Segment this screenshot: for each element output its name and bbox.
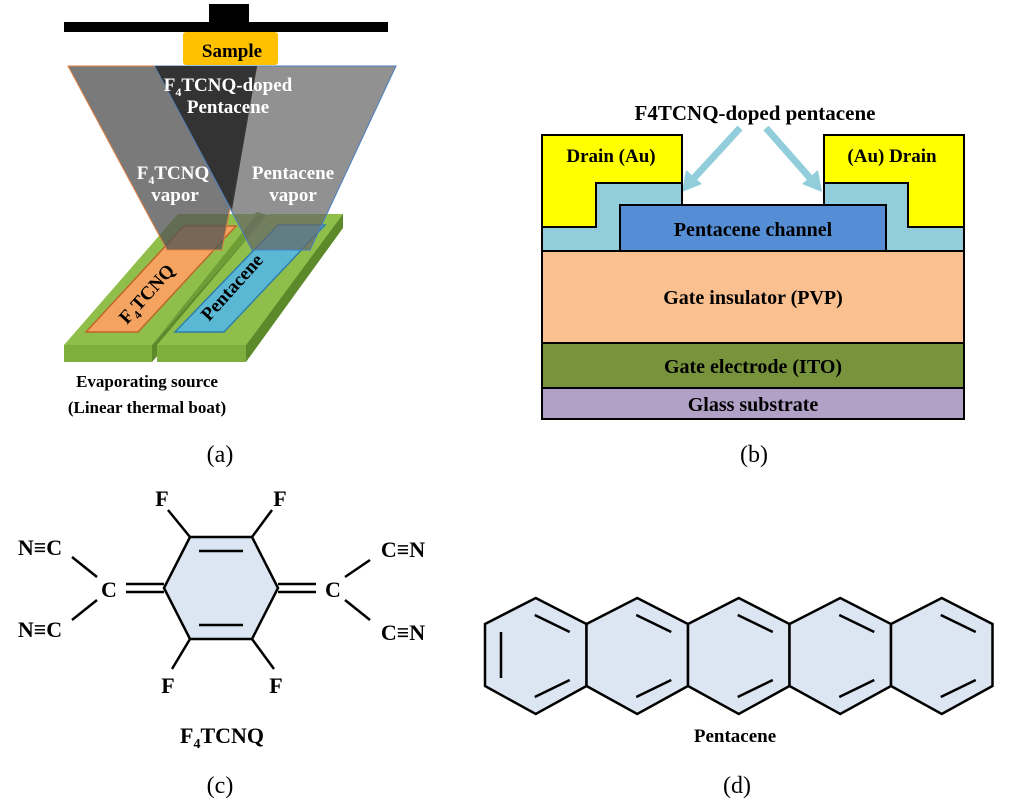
drain-right-label: (Au) Drain — [847, 146, 937, 167]
pentacene-double-bond — [940, 678, 977, 699]
drain-left — [541, 134, 683, 228]
gate-insulator-label: Gate insulator (PVP) — [663, 287, 843, 309]
panel-b: F4TCNQ-doped pentacene Glass substrate G… — [541, 101, 965, 468]
drain-left-label: Drain (Au) — [566, 146, 655, 167]
pentacene-name: Pentacene — [694, 726, 776, 747]
pentacene-channel-layer — [619, 204, 887, 252]
doped-pentacene-label-line1: F4TCNQ-doped — [164, 75, 293, 99]
pentacene-vapor-label-line1: Pentacene — [252, 163, 334, 184]
caption-c: (c) — [207, 773, 234, 799]
sample-holder-knob — [209, 4, 249, 22]
pentacene-material — [173, 224, 327, 333]
panel-a: Sample F4TCNQ-doped Pentacene F4TCNQ vap… — [64, 4, 397, 468]
pentacene-double-bond — [737, 613, 774, 634]
pentacene-double-bond — [940, 613, 977, 634]
doped-overlap-region — [155, 66, 257, 210]
pentacene-double-bond — [838, 678, 875, 699]
atom-c-right: C — [325, 577, 341, 602]
pentacene-vapor-label-line2: vapor — [269, 185, 317, 206]
atom-f-top-right: F — [273, 486, 286, 511]
caption-a: (a) — [207, 442, 234, 468]
pentacene-double-bond — [534, 678, 571, 699]
arrow-left — [682, 125, 743, 192]
f4tcnq-vapor-label-line2: vapor — [151, 185, 199, 206]
source-label-line2: (Linear thermal boat) — [68, 398, 226, 417]
glass-substrate-layer — [541, 387, 965, 420]
panel-c-labels: F F F F C C N≡C N≡C C≡N C≡N F4TCNQ (c) — [18, 486, 425, 799]
panel-c — [71, 509, 371, 670]
f4tcnq-name: F4TCNQ — [180, 723, 264, 752]
caption-b: (b) — [740, 442, 768, 468]
pentacene-double-bond — [534, 613, 571, 634]
f4tcnq-vapor-label-line1: F4TCNQ — [137, 163, 210, 187]
quinoid-ring — [162, 535, 280, 641]
source-label-line1: Evaporating source — [76, 372, 218, 391]
gate-electrode-layer — [541, 342, 965, 389]
pentacene-double-bond — [737, 678, 774, 699]
nitrile-top-right: C≡N — [381, 537, 425, 562]
nitrile-top-left: N≡C — [18, 535, 62, 560]
f4tcnq-material — [84, 225, 238, 333]
sample-label: Sample — [202, 41, 262, 62]
atom-f-top-left: F — [155, 486, 168, 511]
glass-substrate-label: Glass substrate — [688, 394, 819, 416]
doped-pentacene-title: F4TCNQ-doped pentacene — [635, 101, 876, 125]
pentacene-double-bond — [838, 613, 875, 634]
arrow-right — [763, 125, 822, 192]
sample-holder-bar — [64, 22, 388, 32]
pentacene-channel-label: Pentacene channel — [674, 219, 833, 241]
pentacene-structure — [483, 596, 994, 716]
gate-electrode-label: Gate electrode (ITO) — [664, 356, 842, 378]
doped-pentacene-label-line2: Pentacene — [187, 97, 269, 118]
caption-d: (d) — [723, 773, 751, 799]
pentacene-double-bond — [635, 613, 672, 634]
sample-block — [183, 32, 278, 65]
atom-f-bottom-left: F — [161, 673, 174, 698]
pentacene-double-bond — [635, 678, 672, 699]
drain-right — [823, 134, 965, 228]
gate-insulator-layer — [541, 250, 965, 344]
atom-c-left: C — [101, 577, 117, 602]
nitrile-bottom-left: N≡C — [18, 617, 62, 642]
nitrile-bottom-right: C≡N — [381, 620, 425, 645]
atom-f-bottom-right: F — [269, 673, 282, 698]
